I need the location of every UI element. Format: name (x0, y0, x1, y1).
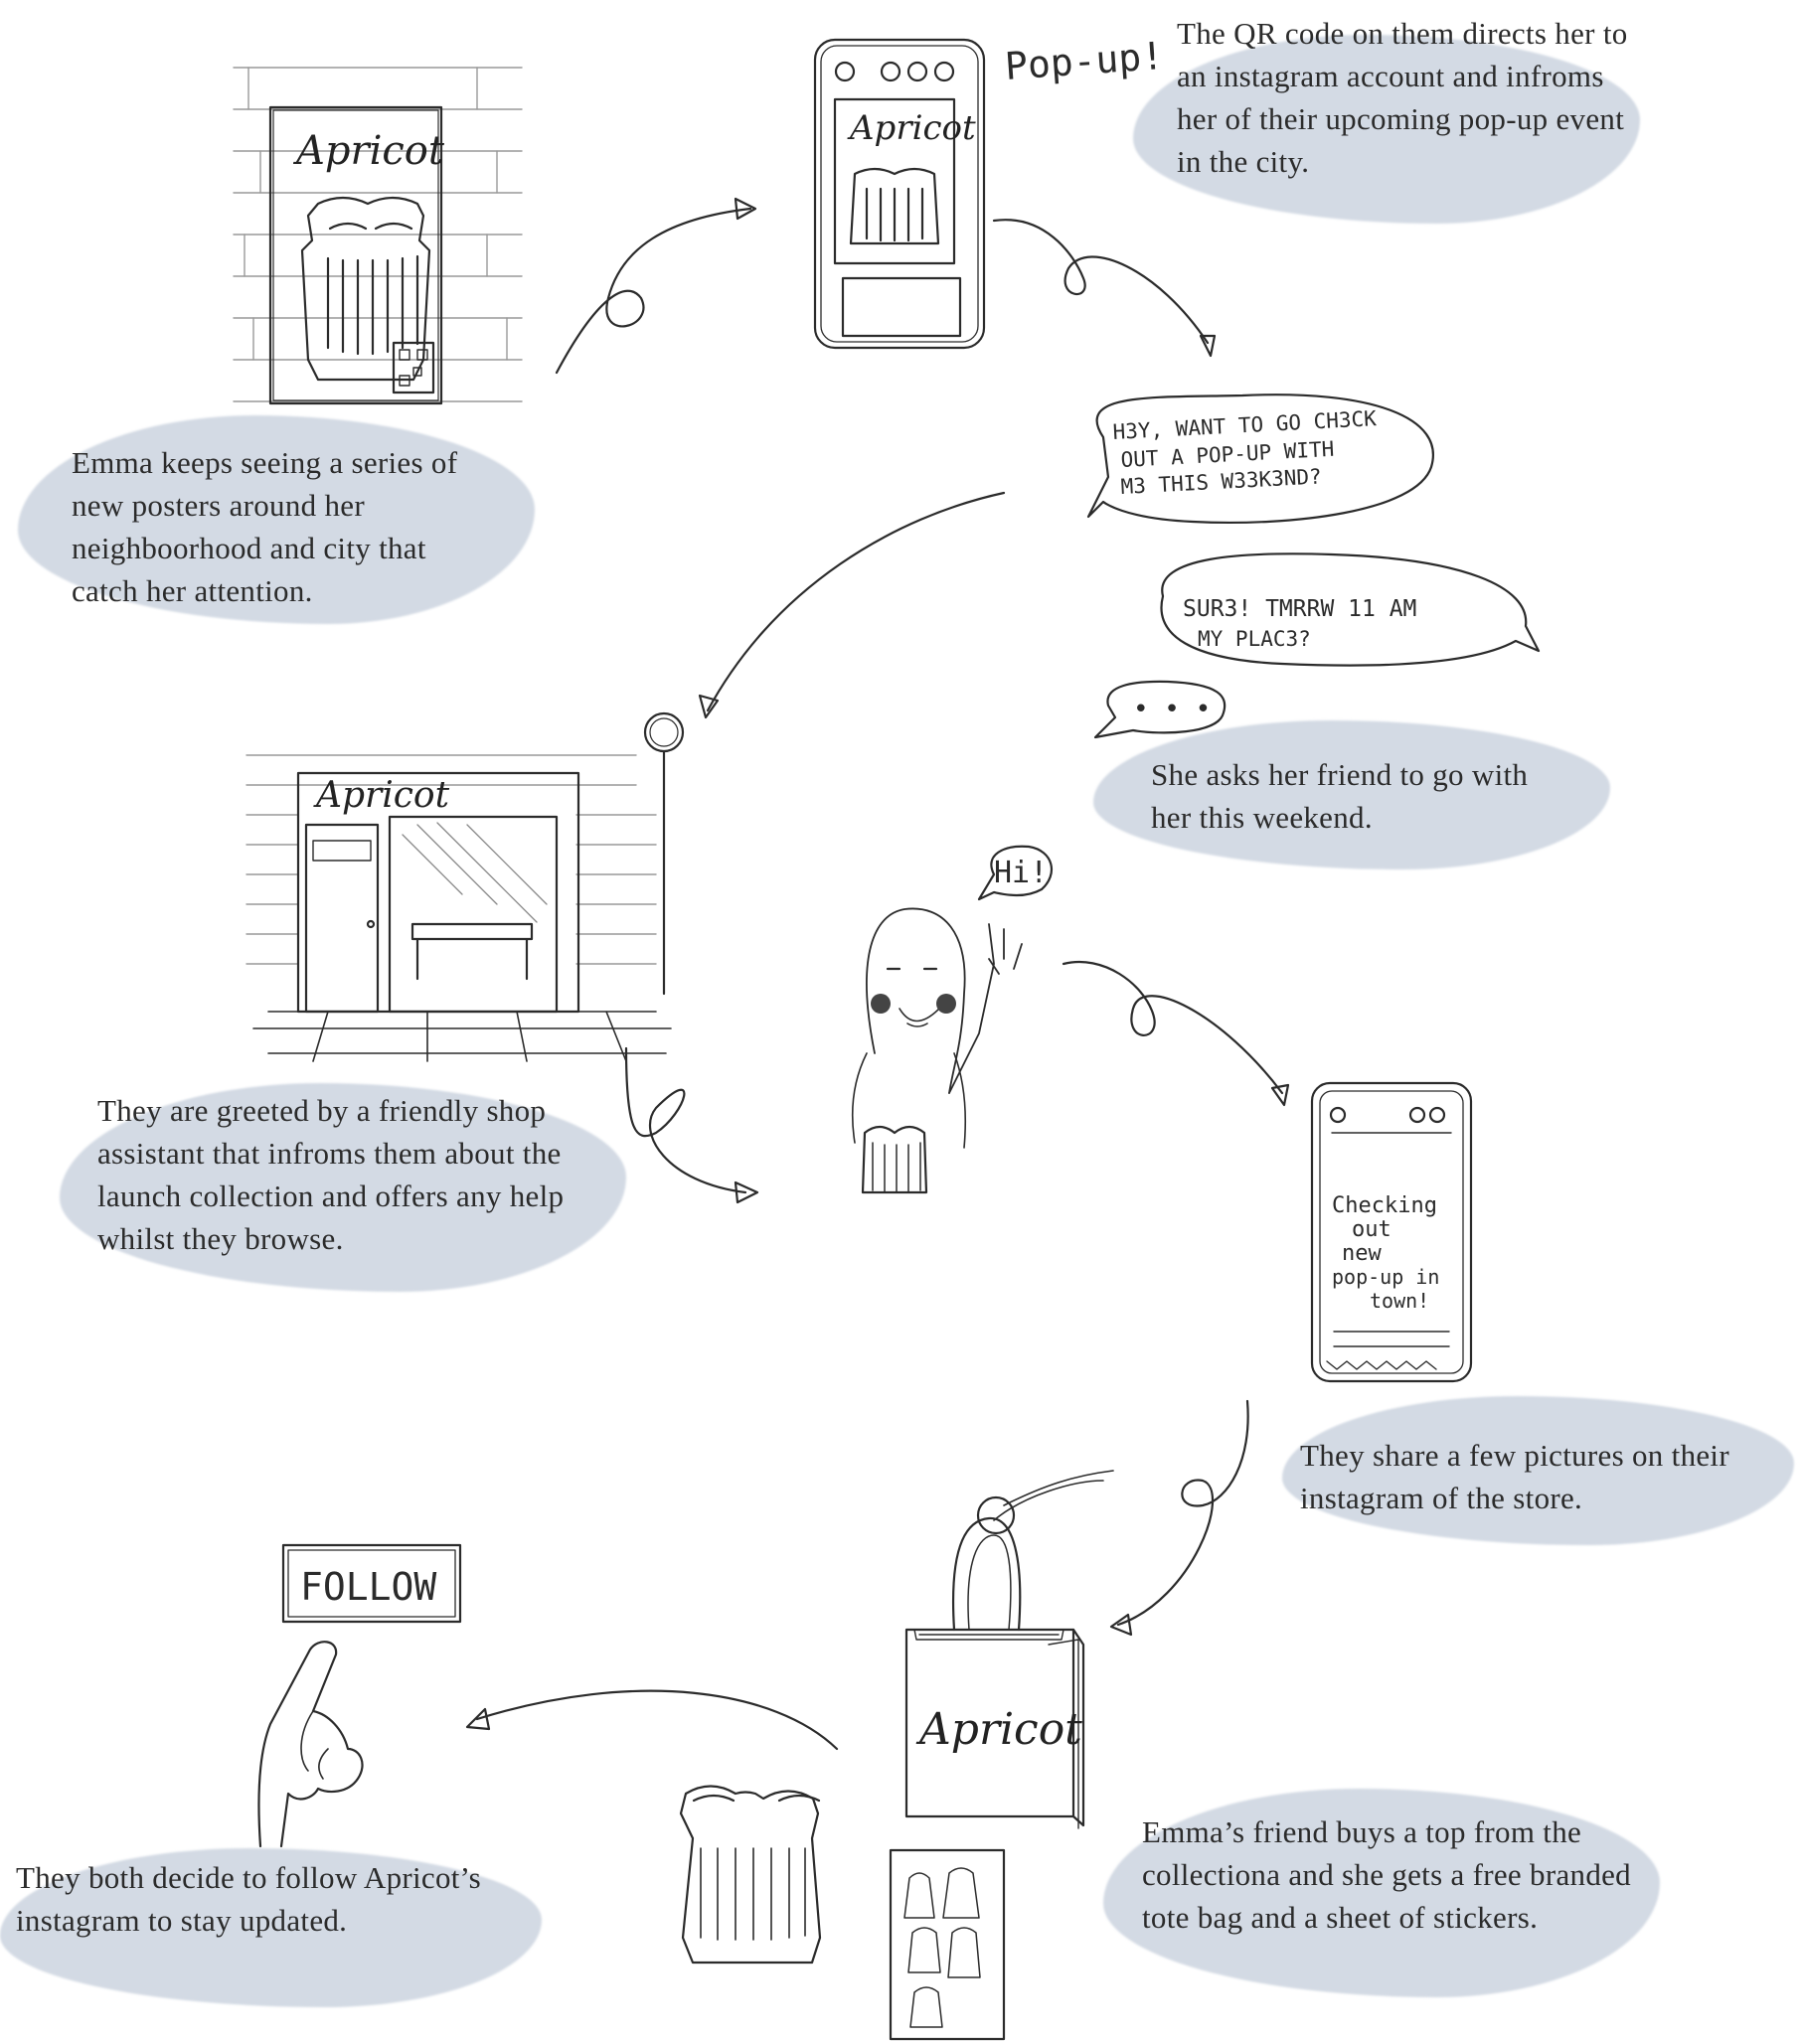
story-text-line-3: new (1342, 1241, 1382, 1266)
tote-brand-label: Apricot (915, 1704, 1082, 1755)
arrow-4 (626, 1048, 745, 1192)
chat-message-2-line-1: SUR3! TMRRW 11 AM (1183, 596, 1416, 622)
popup-label: Pop-up! (1004, 34, 1166, 88)
purchase-sketch: Apricot (681, 1471, 1113, 2039)
chat-sketch: H3Y, WANT TO GO CH3CK OUT A POP-UP WITH … (1088, 394, 1539, 737)
story-text-line-4: pop-up in (1332, 1265, 1439, 1289)
arrow-1 (557, 209, 750, 373)
shop-assistant-sketch: Hi! (853, 847, 1052, 1192)
arrow-6 (1118, 1401, 1248, 1625)
store-brand-label: Apricot (313, 775, 450, 816)
arrow-3 (708, 493, 1004, 710)
greeting-label: Hi! (994, 856, 1048, 890)
story-text-line-2: out (1352, 1217, 1391, 1242)
arrow-7 (477, 1691, 837, 1749)
follow-button-label: FOLLOW (300, 1565, 436, 1609)
storefront-sketch: Apricot (246, 713, 683, 1061)
poster-sketch: Apricot (234, 68, 522, 403)
phone-popup-sketch: Apricot Pop-up! (815, 34, 1165, 348)
phone-poster-brand: Apricot (847, 108, 976, 148)
typing-indicator: • • • (1133, 695, 1211, 724)
chat-message-1-line-1: H3Y, WANT TO GO CH3CK (1112, 406, 1378, 444)
arrow-5 (1064, 962, 1282, 1093)
story-text-line-5: town! (1370, 1289, 1429, 1313)
chat-message-2-line-2: MY PLAC3? (1198, 627, 1311, 651)
arrow-2 (994, 220, 1208, 343)
phone-story-sketch: Checking out new pop-up in town! (1312, 1083, 1471, 1381)
poster-brand-label: Apricot (292, 128, 445, 174)
follow-sketch: FOLLOW (258, 1545, 460, 1846)
story-text-line-1: Checking (1332, 1193, 1437, 1218)
